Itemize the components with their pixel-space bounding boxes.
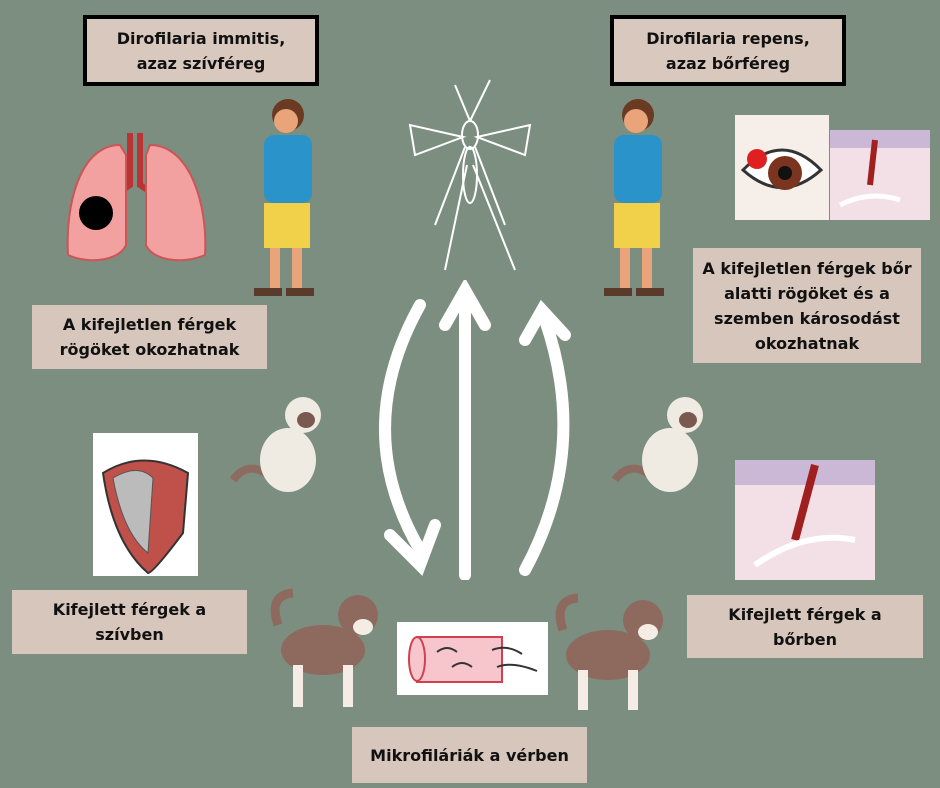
title-line: azaz szívféreg [136,53,266,73]
caption-blood: Mikrofiláriák a vérben [352,727,587,783]
dog-image [555,593,663,710]
arrow-head [439,280,491,331]
caption-line: Kifejlett férgek a [728,604,882,624]
caption-line: szemben károsodást [714,308,900,328]
caption-line: Kifejlett férgek a [52,600,207,619]
caption-line: bőrben [772,629,838,649]
thinking-boy-image [254,99,314,296]
caption-line: A kifejletlen férgek [62,315,237,334]
caption-immature-skin-eye: A kifejletlen férgek bőr alatti rögöket … [693,248,921,363]
arrow-curved-up-icon [519,314,570,576]
caption-line: alatti rögöket és a [724,283,890,303]
caption-line: A kifejletlen férgek bőr [702,258,912,278]
caption-line: Mikrofiláriák a vérben [370,745,569,765]
caption-line: okozhatnak [754,333,860,353]
damaged-eye-image [735,115,829,220]
mosquito-icon [408,79,532,271]
lungs-image [66,133,207,262]
arrow-curved-down-icon [379,299,426,556]
caption-line: rögöket okozhatnak [59,340,240,359]
title-dirofilaria-repens: Dirofilaria repens, azaz bőrféreg [610,15,846,86]
caption-adult-heart: Kifejlett férgek a szívben [12,590,247,654]
dog-image [270,588,378,707]
heart-with-worms-image [93,433,198,576]
cat-image [229,397,321,492]
caption-immature-clots: A kifejletlen férgek rögöket okozhatnak [32,305,267,369]
blood-vessel-microfilariae-image [397,622,548,695]
title-line: Dirofilaria repens, [646,28,810,48]
thinking-boy-image [604,99,664,296]
skin-worm-image [830,130,930,220]
title-dirofilaria-immitis: Dirofilaria immitis, azaz szívféreg [83,15,319,86]
caption-line: szívben [95,625,164,644]
adult-worm-skin-image [735,460,875,580]
title-line: azaz bőrféreg [665,53,791,73]
clot-marker [79,196,113,230]
title-line: Dirofilaria immitis, [116,28,286,48]
cat-image [611,397,703,492]
caption-adult-skin: Kifejlett férgek a bőrben [687,595,923,658]
lifecycle-arrows [379,280,571,580]
